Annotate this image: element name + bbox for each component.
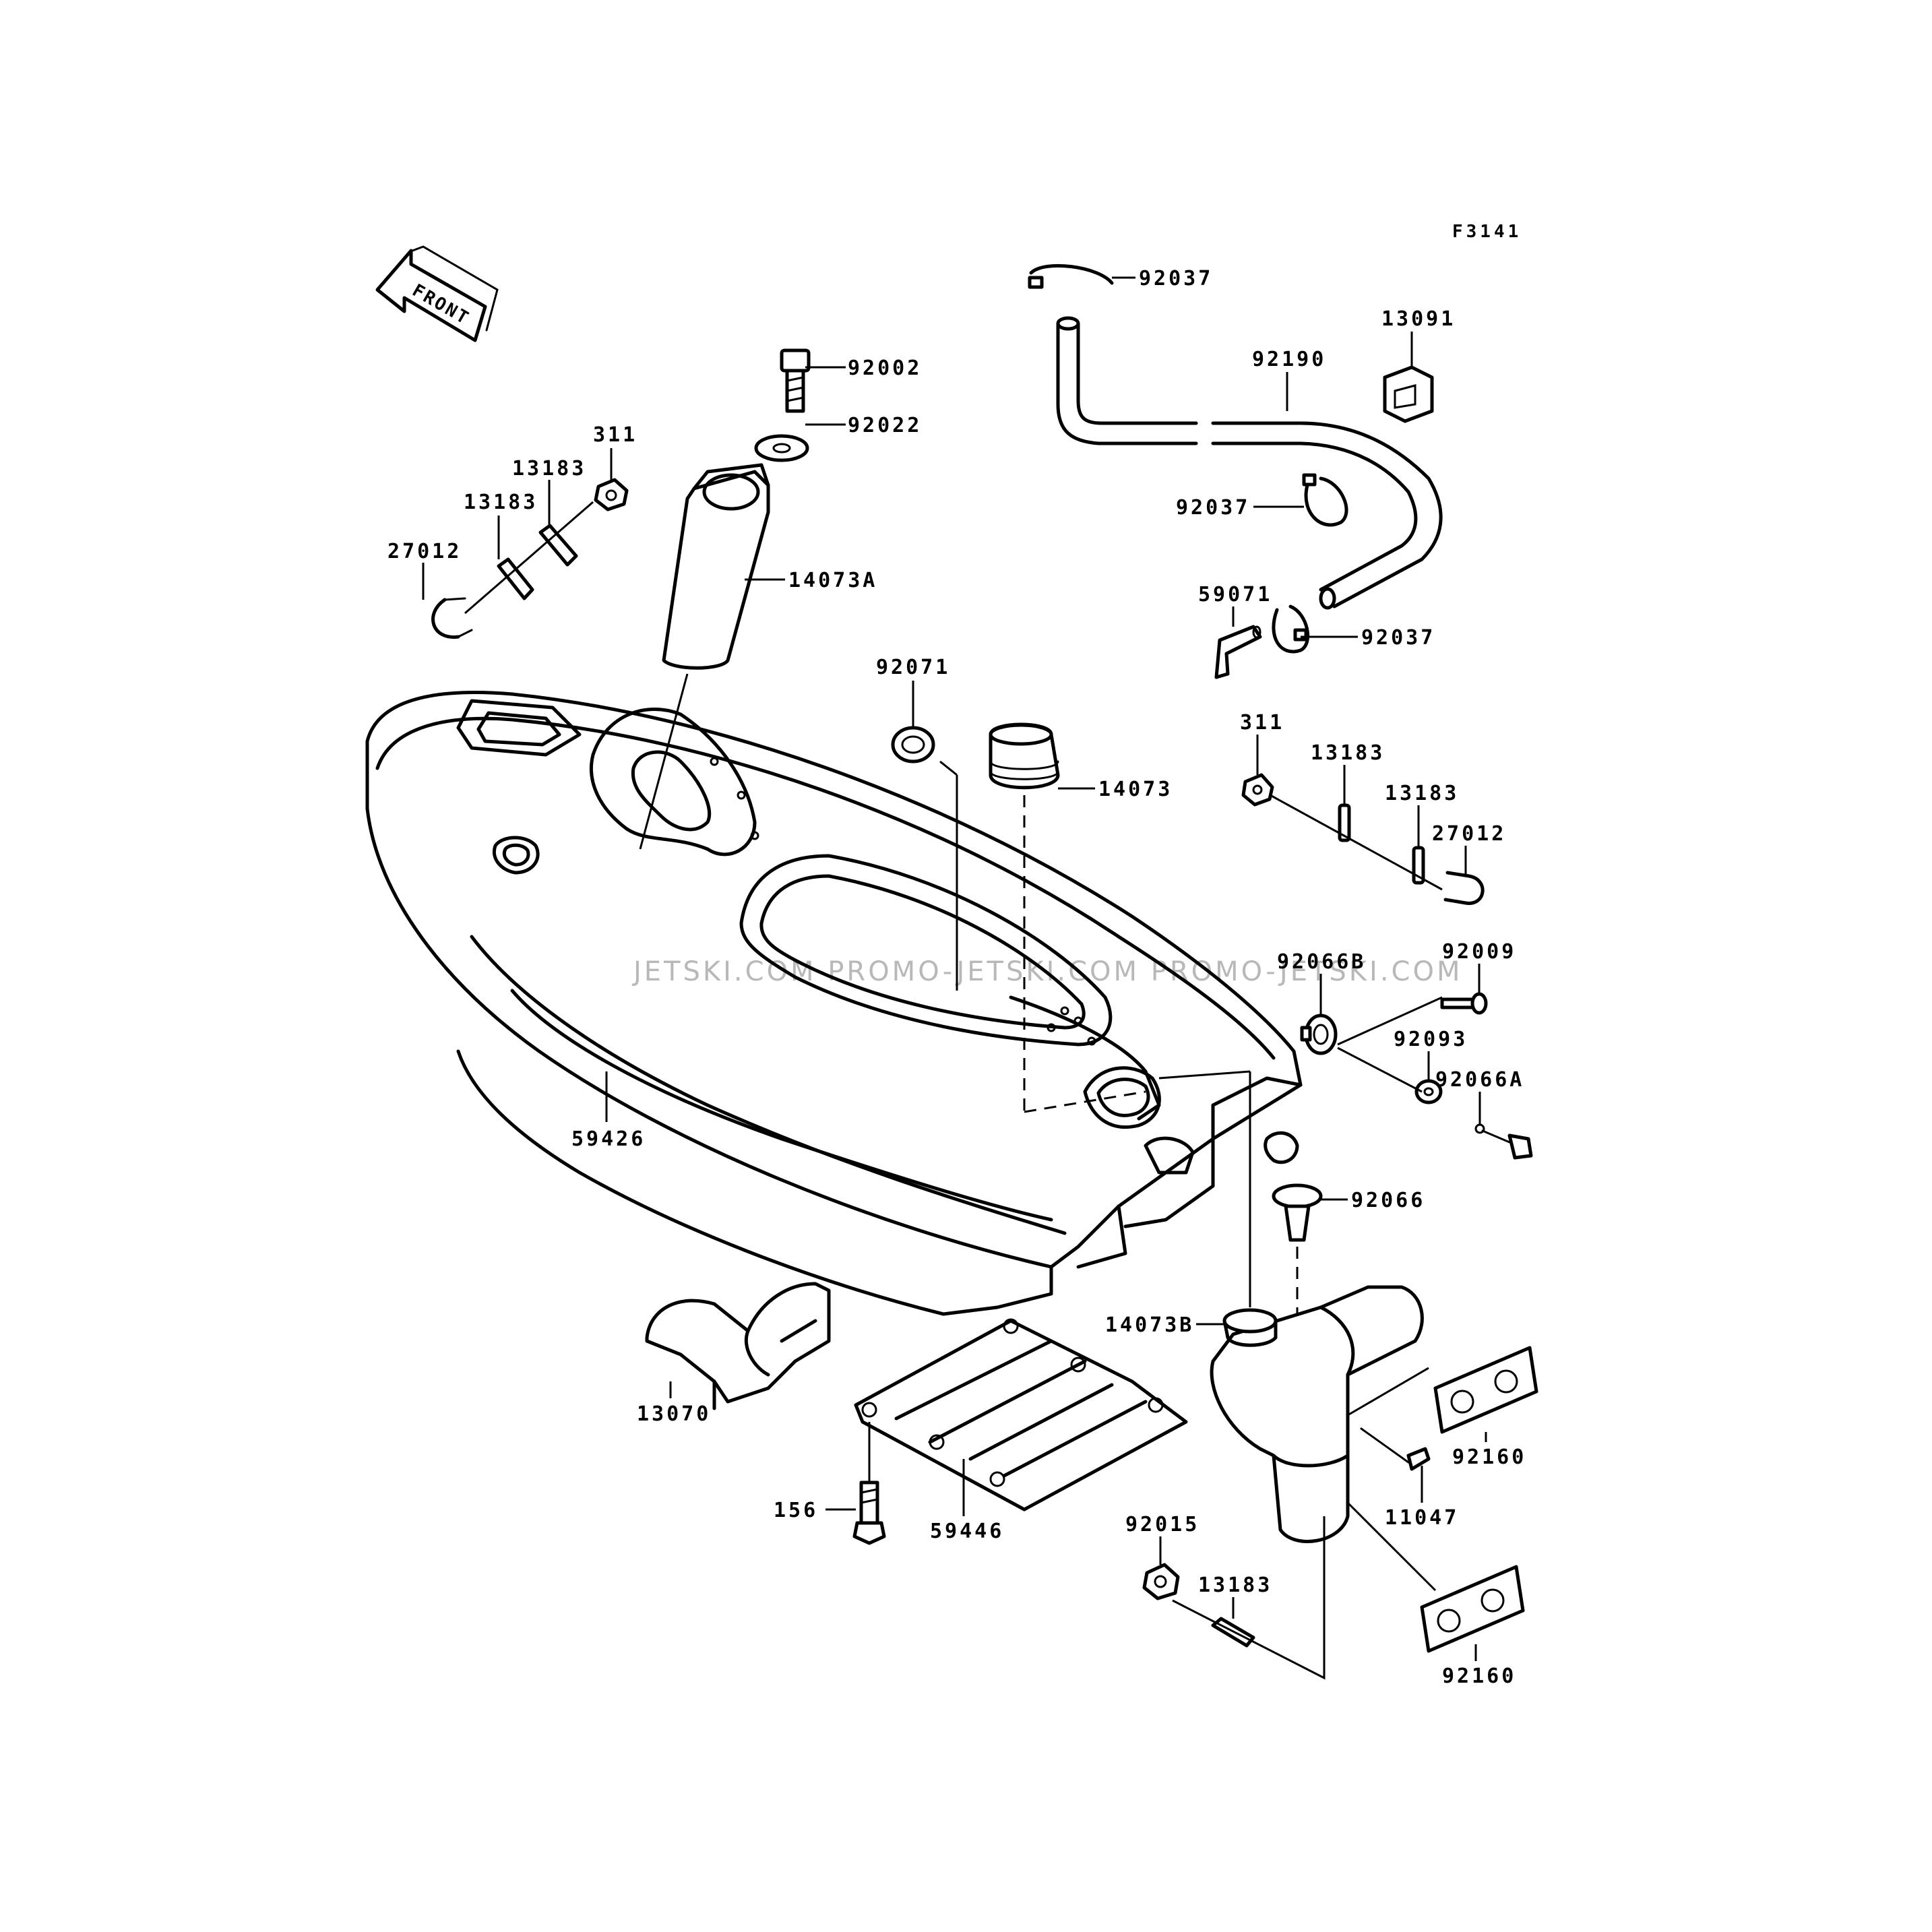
label-27012-right: 27012 [1432,822,1506,846]
clamp-92037-low [1272,604,1310,654]
label-13070: 13070 [637,1402,711,1426]
cap-13091 [1383,365,1434,423]
label-13091: 13091 [1381,307,1456,331]
grommet-92066B [1300,1014,1338,1055]
bushing-92071 [891,726,958,991]
label-92037-low: 92037 [1361,626,1435,650]
elbow-59071 [1214,625,1262,679]
label-92002: 92002 [848,356,922,380]
label-92022: 92022 [848,414,922,437]
hose-92190 [1056,316,1443,610]
label-92015: 92015 [1125,1513,1199,1536]
nut-311-right [1241,773,1274,807]
label-156: 156 [774,1499,818,1522]
label-14073A: 14073A [788,569,877,592]
intake-grate-13070 [645,1282,831,1410]
diagram-code: F3141 [1452,222,1522,242]
label-92093: 92093 [1394,1028,1468,1051]
label-92066: 92066 [1351,1189,1425,1212]
plug-92066 [1272,1183,1323,1354]
washer-92022 [754,434,809,462]
label-311-left: 311 [593,423,637,447]
screw-92009 [1440,992,1488,1015]
gasket-92160-top [1433,1346,1538,1434]
label-14073: 14073 [1098,778,1173,801]
label-59426: 59426 [571,1127,646,1151]
label-92160-bottom: 92160 [1442,1664,1516,1688]
label-59071: 59071 [1198,583,1272,606]
gasket-92160-bottom [1420,1565,1525,1653]
tank-14073B [1158,1070,1437,1592]
label-92009: 92009 [1442,940,1516,964]
label-13183-b: 13183 [464,491,538,514]
label-92037-top: 92037 [1139,267,1213,290]
nut-311-left [594,478,629,511]
clip-13183-b [497,557,534,600]
ride-plate-59446 [854,1318,1188,1516]
label-92160-top: 92160 [1452,1445,1526,1469]
u-clamp-27012-left [431,597,473,639]
bolt-156 [852,1481,886,1545]
label-14073B: 14073B [1105,1313,1194,1337]
label-27012-left: 27012 [387,540,462,563]
label-11047: 11047 [1385,1506,1459,1530]
clip-13183-a [538,524,578,567]
clamp-92037-top [1028,263,1114,289]
pin-11047 [1360,1427,1431,1503]
u-clamp-27012-right [1443,871,1485,905]
label-92037-mid: 92037 [1176,496,1250,520]
label-92066B: 92066B [1277,950,1366,974]
label-13183-c: 13183 [1311,741,1385,765]
front-arrow-icon: FRONT [375,245,499,342]
label-92066A: 92066A [1435,1068,1524,1092]
label-13183-a: 13183 [512,457,586,480]
label-13183-e: 13183 [1198,1573,1272,1597]
hull-59426 [365,691,1303,1316]
bolt-92002 [780,348,811,413]
label-311-right: 311 [1240,711,1284,735]
label-92071: 92071 [876,656,950,679]
filler-tube-14073A [639,463,770,850]
clamp-92037-mid [1302,473,1348,527]
label-92190: 92190 [1252,348,1326,371]
nut-92015 [1142,1563,1180,1600]
label-59446: 59446 [930,1520,1004,1543]
bolt-92066A [1474,1123,1533,1160]
label-13183-d: 13183 [1385,782,1459,805]
cap-14073 [989,722,1146,1113]
